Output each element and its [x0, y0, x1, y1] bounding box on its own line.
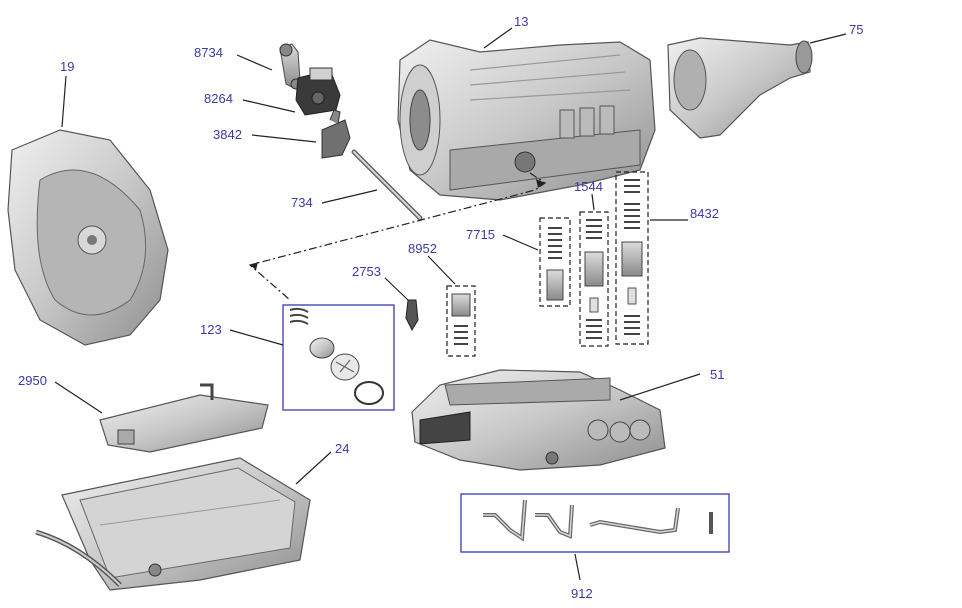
- part-734-manual-shaft: [351, 149, 423, 221]
- part-912-cooler-tubes: [483, 499, 713, 542]
- leader-8734: [236, 54, 273, 71]
- callout-8734: 8734: [194, 45, 223, 60]
- part-2950-oil-strainer: [99, 383, 269, 453]
- box-912: [460, 493, 730, 553]
- callout-13: 13: [514, 14, 528, 29]
- leader-7715: [502, 234, 539, 251]
- leader-19: [61, 75, 67, 128]
- leader-1544: [591, 193, 595, 211]
- leader-3842: [251, 134, 317, 143]
- part-8264-range-sensor: [295, 67, 341, 116]
- leader-8264: [242, 99, 296, 113]
- callout-8264: 8264: [204, 91, 233, 106]
- leader-734: [321, 189, 378, 204]
- part-7715-valve-kit: [546, 227, 564, 301]
- callout-51: 51: [710, 367, 724, 382]
- callout-8952: 8952: [408, 241, 437, 256]
- leader-2950: [54, 381, 103, 414]
- part-2753-clip: [405, 299, 419, 332]
- part-1544-valve-kit: [584, 219, 604, 339]
- callout-19: 19: [60, 59, 74, 74]
- box-8432: [615, 171, 649, 345]
- callout-2753: 2753: [352, 264, 381, 279]
- part-8432-valve-kit: [621, 179, 643, 335]
- part-3842-detent-plate: [321, 109, 351, 159]
- callout-7715: 7715: [466, 227, 495, 242]
- leader-75: [809, 33, 847, 44]
- leader-24: [295, 451, 332, 485]
- assembly-arrowhead-2: [250, 262, 258, 270]
- callout-75: 75: [849, 22, 863, 37]
- leader-123: [229, 329, 284, 346]
- part-8952-valve-kit: [451, 293, 471, 345]
- box-8952: [446, 285, 476, 357]
- callout-8432: 8432: [690, 206, 719, 221]
- leader-8952: [427, 255, 456, 285]
- leader-2753: [384, 277, 409, 301]
- callout-734: 734: [291, 195, 313, 210]
- assembly-arrowhead: [536, 179, 545, 188]
- part-51-valve-body: [411, 369, 666, 471]
- leader-51: [619, 373, 701, 401]
- part-8734-lever: [279, 43, 302, 90]
- leader-13: [483, 27, 513, 49]
- callout-123: 123: [200, 322, 222, 337]
- assembly-line: [248, 172, 547, 301]
- part-19-bell-housing: [7, 129, 169, 346]
- part-123-accumulator-kit: [289, 307, 384, 405]
- leader-912: [574, 553, 581, 581]
- part-13-transmission-case: [397, 39, 656, 201]
- box-1544: [579, 211, 609, 347]
- box-123: [282, 304, 395, 411]
- callout-2950: 2950: [18, 373, 47, 388]
- part-24-oil-pan: [35, 457, 311, 591]
- box-7715: [539, 217, 571, 307]
- callout-3842: 3842: [213, 127, 242, 142]
- callout-1544: 1544: [574, 179, 603, 194]
- callout-24: 24: [335, 441, 349, 456]
- part-75-extension-housing: [667, 37, 813, 139]
- callout-912: 912: [571, 586, 593, 601]
